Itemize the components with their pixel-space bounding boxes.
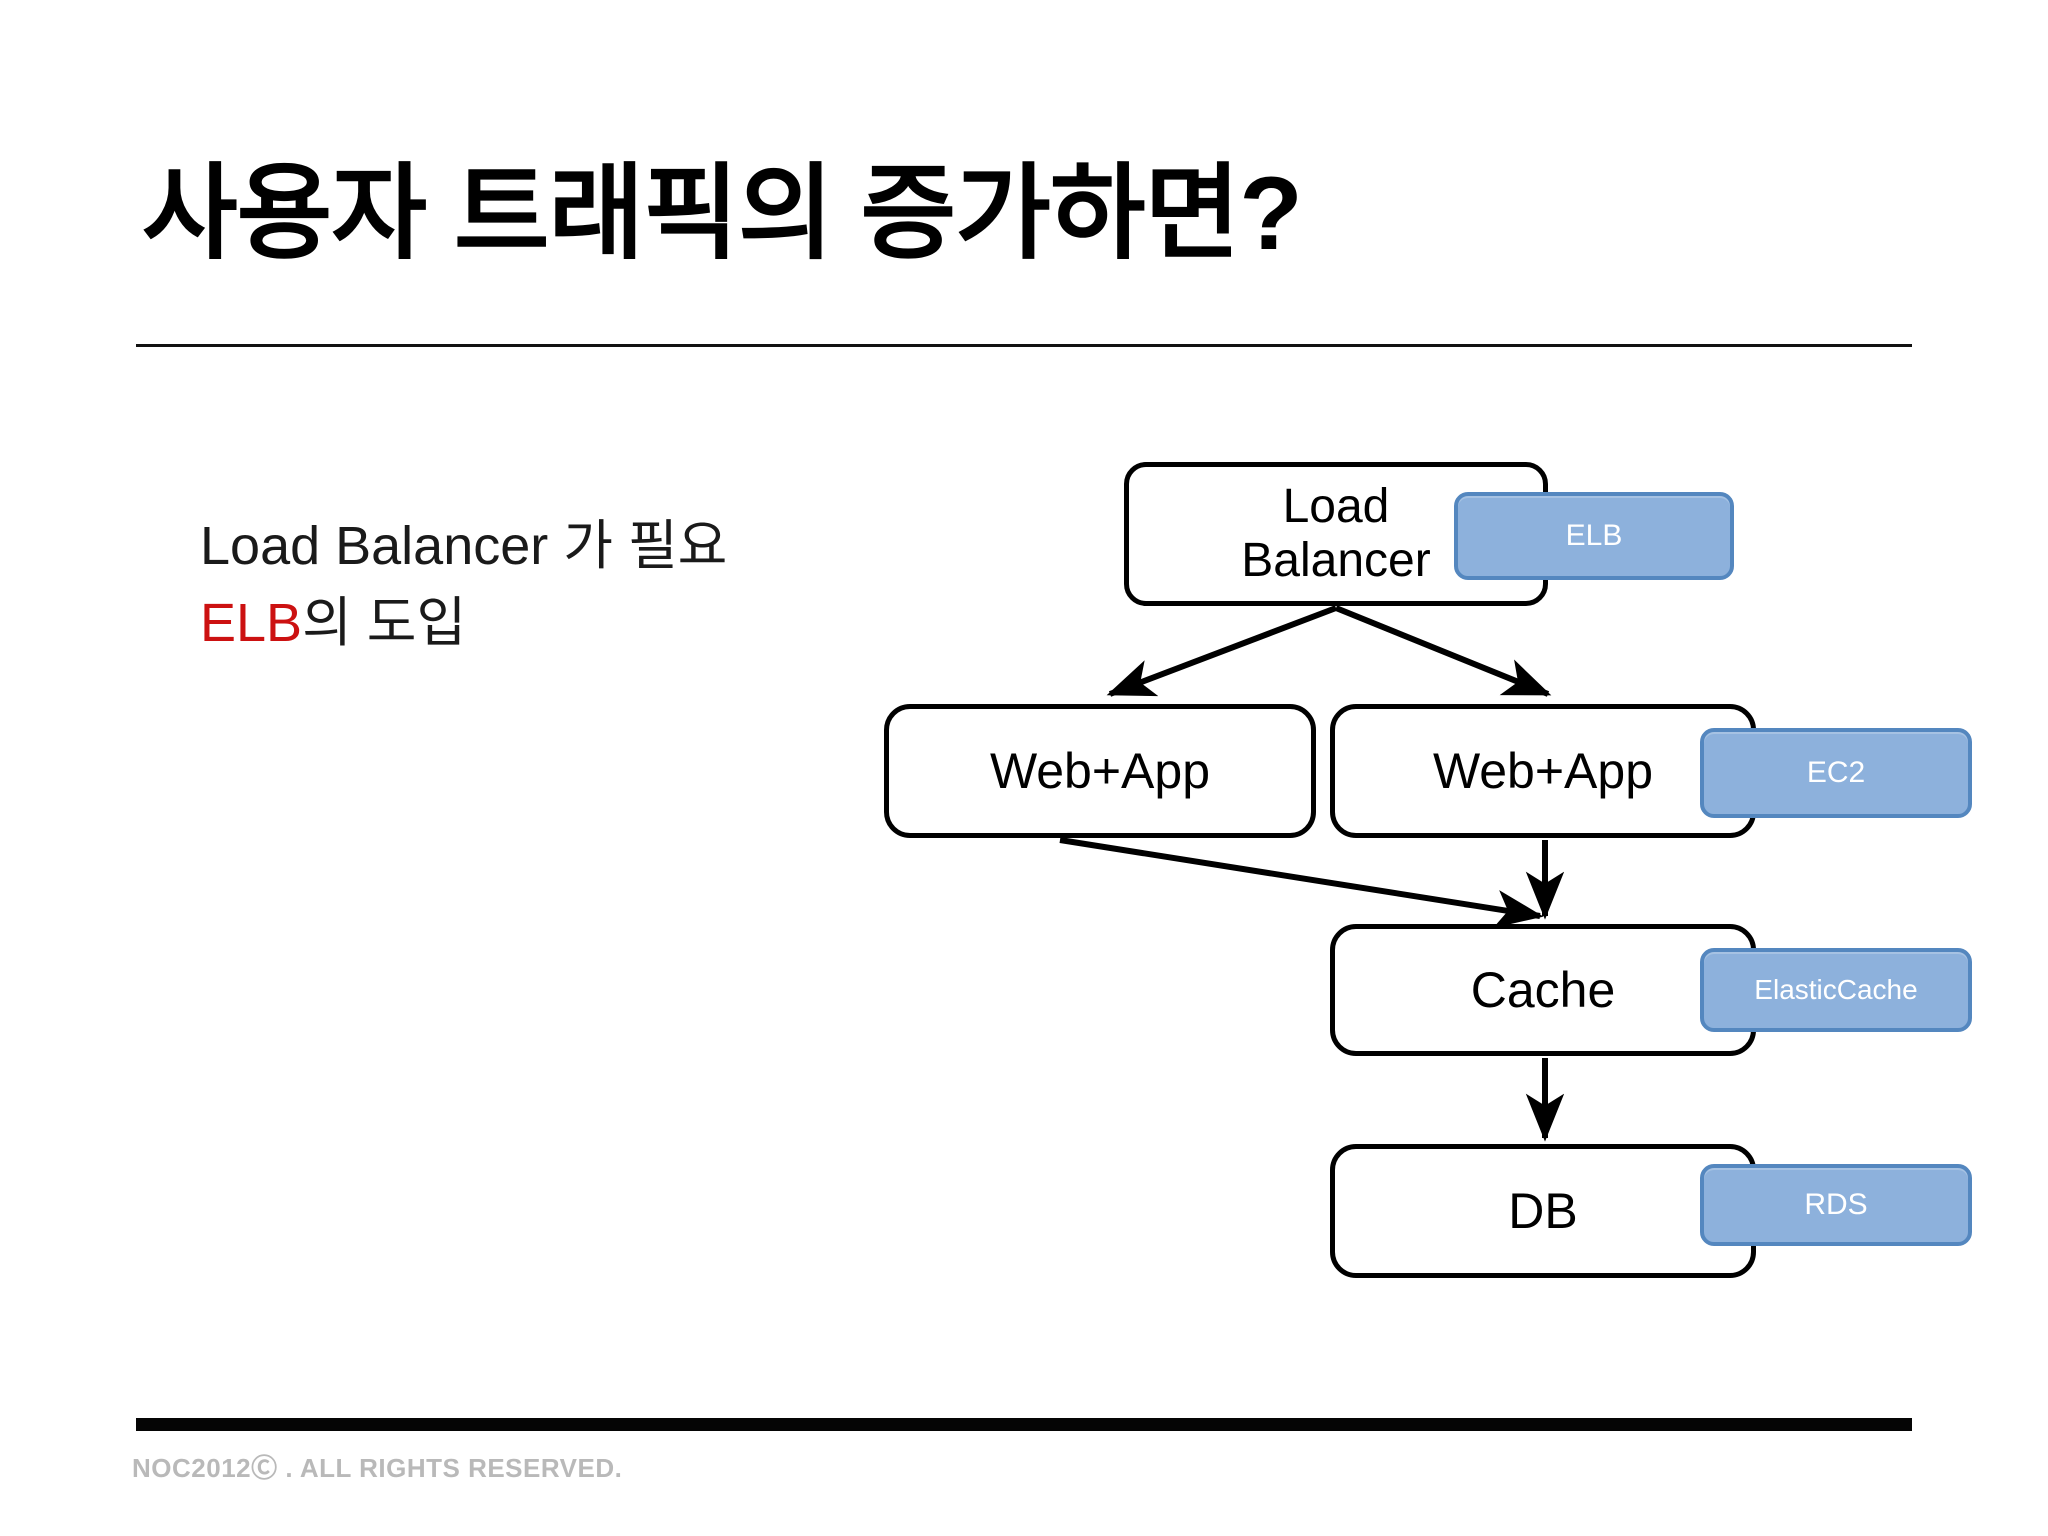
page-title: 사용자 트래픽의 증가하면? <box>142 156 1303 272</box>
node-cache-label: Cache <box>1470 962 1616 1018</box>
edge-lb-to-web1 <box>1106 605 1338 697</box>
body-line-2-rest: 의 도입 <box>302 592 467 653</box>
badge-rds[interactable]: RDS <box>1700 1164 1972 1246</box>
node-db-label: DB <box>1508 1183 1578 1239</box>
badge-ec2-label: EC2 <box>1806 756 1866 789</box>
title-divider <box>136 344 1912 347</box>
footer-divider <box>136 1418 1912 1431</box>
node-web-app-1[interactable]: Web+App <box>884 704 1316 838</box>
body-line-1: Load Balancer 가 필요 <box>200 516 728 576</box>
body-text-block: Load Balancer 가 필요 ELB의 도입 <box>200 508 960 661</box>
badge-elasticcache-label: ElasticCache <box>1754 974 1918 1005</box>
badge-ec2[interactable]: EC2 <box>1700 728 1972 818</box>
node-web-app-1-label: Web+App <box>989 743 1211 799</box>
badge-rds-label: RDS <box>1804 1188 1868 1221</box>
node-cache[interactable]: Cache <box>1330 924 1756 1056</box>
body-line-2-accent: ELB <box>200 592 303 653</box>
badge-elb-label: ELB <box>1565 519 1623 552</box>
node-web-app-2-label: Web+App <box>1432 743 1654 799</box>
edge-lb-to-web2 <box>1334 605 1552 697</box>
badge-elasticcache[interactable]: ElasticCache <box>1700 948 1972 1032</box>
footer-copyright: NOC2012Ⓒ . ALL RIGHTS RESERVED. <box>132 1453 623 1483</box>
node-db[interactable]: DB <box>1330 1144 1756 1278</box>
body-line-2: ELB의 도입 <box>200 585 960 662</box>
badge-elb[interactable]: ELB <box>1454 492 1734 580</box>
edge-web1-to-cache <box>1059 837 1544 929</box>
node-web-app-2[interactable]: Web+App <box>1330 704 1756 838</box>
